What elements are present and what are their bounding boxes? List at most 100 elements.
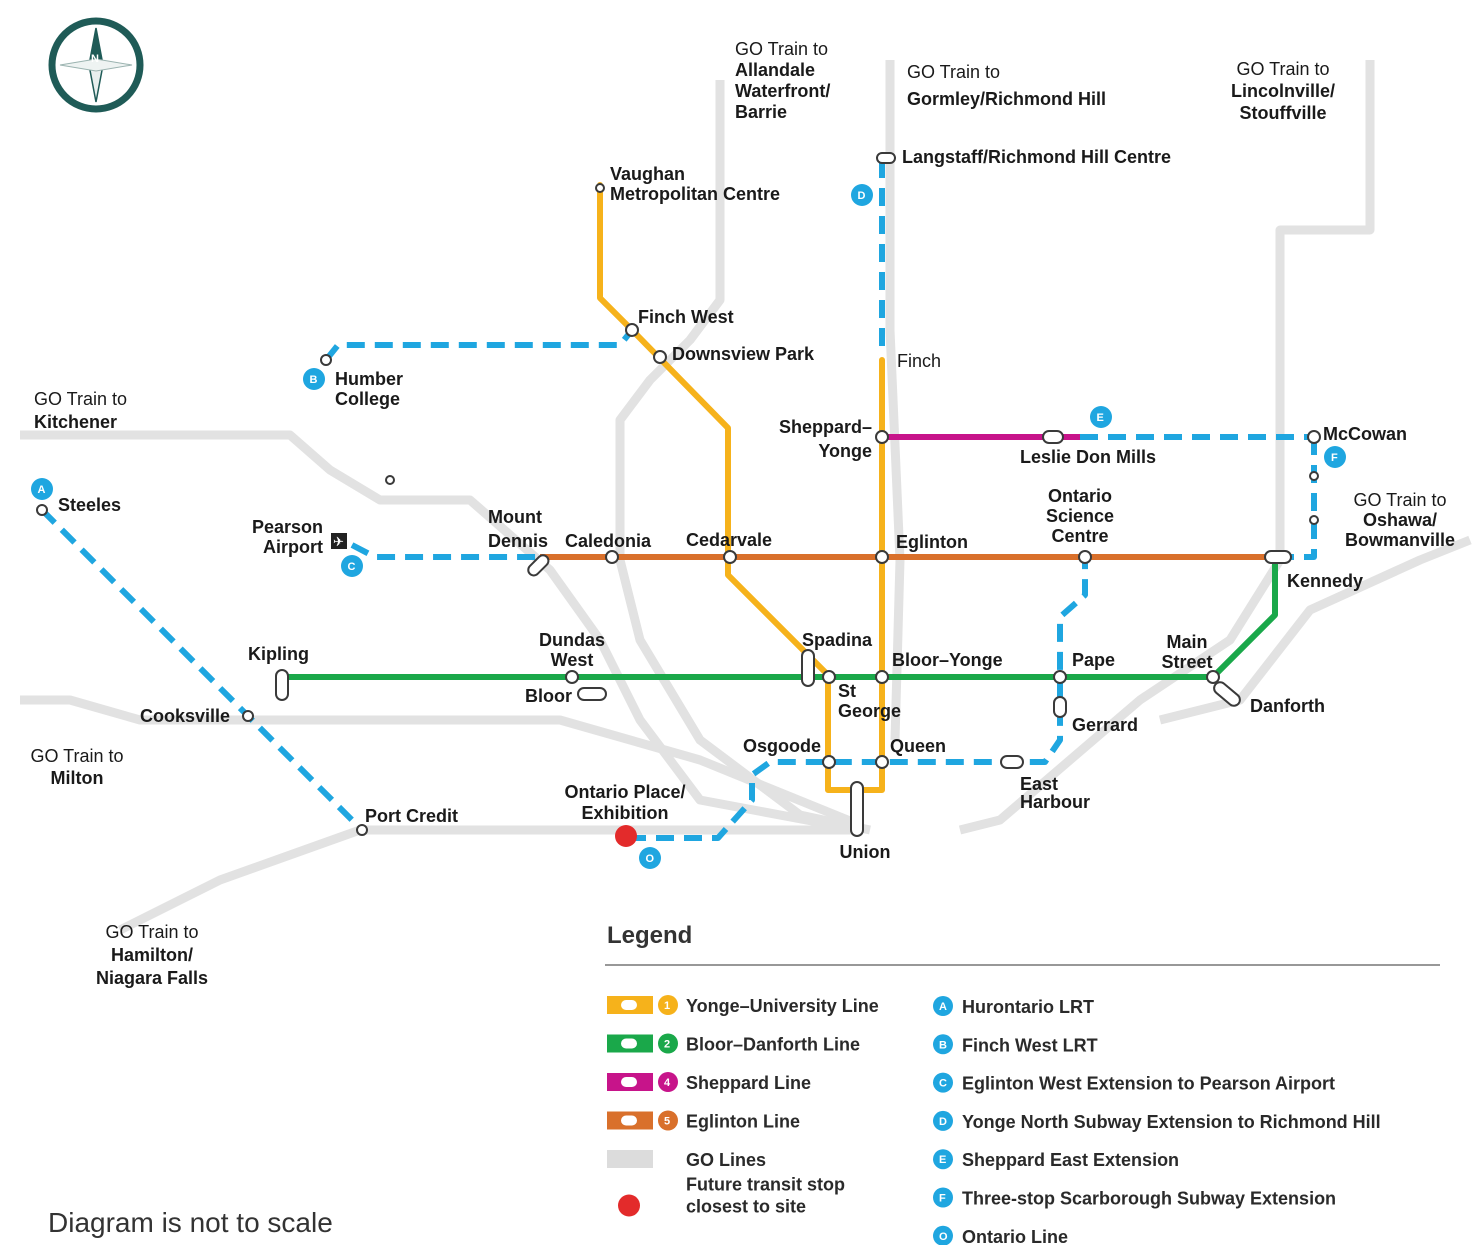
label-osgoode: Osgoode	[743, 736, 821, 756]
svg-text:Eglinton West Extension to Pea: Eglinton West Extension to Pearson Airpo…	[962, 1074, 1335, 1094]
legend-badge-icon	[658, 995, 678, 1015]
label-port-credit: Port Credit	[365, 806, 458, 826]
svg-text:F: F	[1331, 452, 1338, 464]
svg-text:Yonge–University Line: Yonge–University Line	[686, 996, 879, 1016]
svg-text:1: 1	[664, 1000, 670, 1012]
svg-text:E: E	[939, 1154, 946, 1166]
legend-badge-icon	[658, 1033, 678, 1054]
legend-badge-icon	[933, 996, 953, 1016]
legend-badge-icon	[933, 1225, 953, 1245]
go-lines	[20, 60, 1472, 935]
legend-item: GO Lines	[607, 1150, 766, 1170]
svg-text:Bloor–Danforth Line: Bloor–Danforth Line	[686, 1035, 860, 1055]
label-langstaff: Langstaff/Richmond Hill Centre	[902, 147, 1171, 167]
label-sheppard-yonge: Sheppard–Yonge	[779, 417, 872, 461]
svg-text:GO Lines: GO Lines	[686, 1150, 766, 1170]
svg-text:E: E	[1097, 412, 1104, 424]
airplane-icon: ✈	[331, 533, 347, 550]
line-finch-west-lrt	[323, 328, 635, 362]
label-gerrard: Gerrard	[1072, 715, 1138, 735]
svg-text:2: 2	[664, 1039, 670, 1051]
label-eglinton: Eglinton	[896, 532, 968, 552]
label-bloor-yonge: Bloor–Yonge	[892, 650, 1003, 670]
svg-text:C: C	[939, 1078, 947, 1090]
label-downsview-park: Downsview Park	[672, 344, 815, 364]
svg-text:Yonge North Subway Extension t: Yonge North Subway Extension to Richmond…	[962, 1112, 1381, 1132]
legend-badge-icon	[933, 1110, 953, 1131]
legend-badge-icon	[933, 1034, 953, 1055]
legend-item: D Yonge North Subway Extension to Richmon…	[933, 1110, 1381, 1132]
label-kennedy: Kennedy	[1287, 571, 1363, 591]
svg-text:Sheppard Line: Sheppard Line	[686, 1073, 811, 1093]
legend-item: C Eglinton West Extension to Pearson Airp…	[933, 1072, 1335, 1094]
svg-text:4: 4	[664, 1077, 671, 1089]
svg-text:Eglinton Line: Eglinton Line	[686, 1112, 800, 1132]
svg-text:D: D	[939, 1116, 947, 1128]
compass-icon: N	[48, 17, 144, 113]
line-ontario-line	[628, 557, 1088, 841]
svg-text:N: N	[91, 53, 99, 65]
label-danforth: Danforth	[1250, 696, 1325, 716]
label-steeles: Steeles	[58, 495, 121, 515]
legend-item: E Sheppard East Extension	[933, 1149, 1179, 1170]
badge-f-icon: F	[1324, 446, 1346, 468]
line-eglinton-west-extension	[350, 542, 540, 560]
legend-badge-icon	[658, 1110, 678, 1131]
svg-text:B: B	[310, 374, 318, 386]
svg-text:O: O	[646, 853, 655, 865]
line-badges: A B C D E F O	[31, 184, 1346, 869]
badge-c-icon: C	[341, 555, 363, 577]
svg-text:Hurontario LRT: Hurontario LRT	[962, 997, 1094, 1017]
legend-item: 4 Sheppard Line	[607, 1072, 811, 1093]
svg-text:5: 5	[664, 1116, 670, 1128]
label-cedarvale: Cedarvale	[686, 530, 772, 550]
legend-badge-icon	[658, 1072, 678, 1092]
svg-text:F: F	[939, 1193, 946, 1205]
legend-badge-icon	[933, 1149, 953, 1170]
svg-text:Sheppard East Extension: Sheppard East Extension	[962, 1150, 1179, 1170]
legend-title: Legend	[607, 922, 692, 949]
legend-item: 1 Yonge–University Line	[607, 995, 879, 1016]
label-finch-west: Finch West	[638, 307, 734, 327]
label-queen: Queen	[890, 736, 946, 756]
label-bloor: Bloor	[525, 686, 572, 706]
legend-future-stop-icon	[618, 1194, 640, 1217]
badge-b-icon: B	[303, 368, 325, 390]
label-kipling: Kipling	[248, 644, 309, 664]
label-union: Union	[840, 842, 891, 862]
label-leslie-don-mills: Leslie Don Mills	[1020, 447, 1156, 467]
label-spadina: Spadina	[802, 630, 873, 650]
badge-a-icon: A	[31, 478, 53, 500]
svg-text:B: B	[939, 1039, 947, 1051]
legend: Legend 1 Yonge–University Line 2 Bloor–Danf…	[605, 922, 1440, 1245]
badge-d-icon: D	[851, 184, 873, 206]
label-finch: Finch	[897, 351, 941, 371]
future-stop-marker	[615, 825, 637, 847]
svg-text:D: D	[858, 190, 866, 202]
legend-item: 2 Bloor–Danforth Line	[607, 1033, 860, 1055]
label-ontario-place: Ontario Place/Exhibition	[564, 782, 685, 823]
legend-badge-icon	[933, 1187, 953, 1208]
label-pape: Pape	[1072, 650, 1115, 670]
badge-e-icon: E	[1090, 406, 1112, 428]
legend-swatch	[607, 1150, 653, 1168]
svg-text:Ontario Line: Ontario Line	[962, 1227, 1068, 1245]
